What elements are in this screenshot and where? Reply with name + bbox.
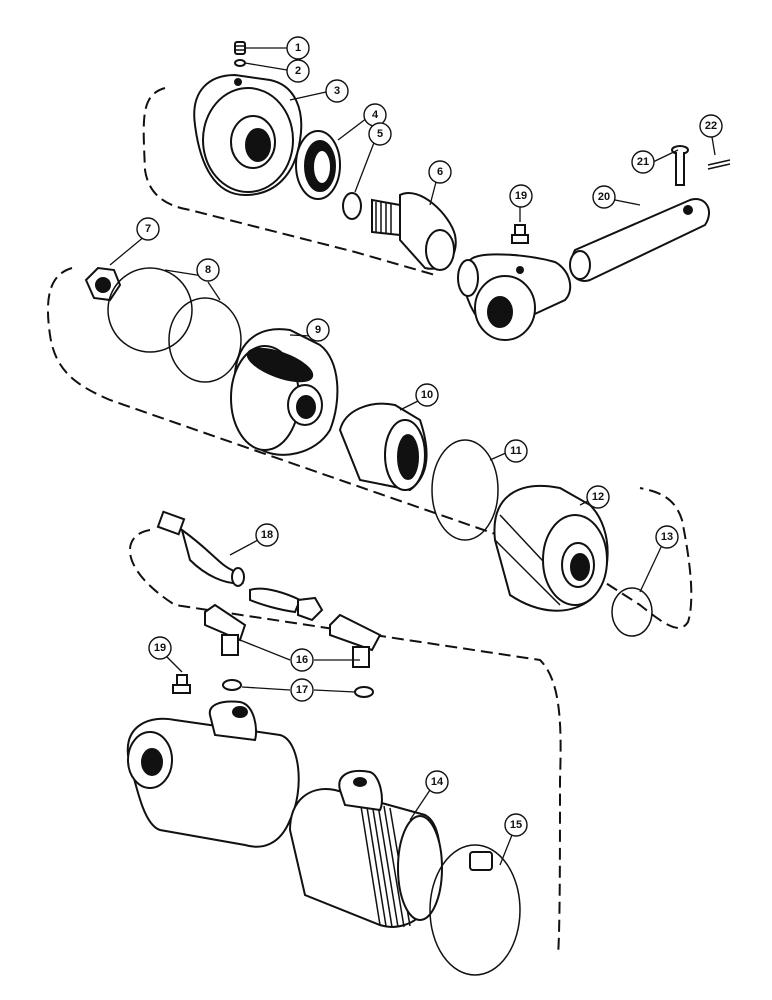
- svg-text:9: 9: [315, 324, 321, 336]
- svg-text:17: 17: [296, 684, 308, 696]
- svg-text:10: 10: [421, 389, 433, 401]
- part-gland-cap: [193, 73, 303, 197]
- part-cylinder-head: [493, 484, 609, 612]
- svg-text:20: 20: [598, 191, 610, 203]
- callout-19-upper: 19: [509, 184, 533, 208]
- callout-15: 15: [504, 813, 528, 837]
- part-washers: [222, 679, 374, 698]
- part-elbow-fittings: [204, 603, 382, 668]
- callout-3: 3: [325, 79, 349, 103]
- part-hydraulic-tube: [156, 510, 324, 622]
- part-wiper-seal: [295, 130, 341, 200]
- part-pin: [569, 198, 710, 282]
- svg-text:15: 15: [510, 819, 522, 831]
- callout-20: 20: [592, 185, 616, 209]
- callout-8: 8: [196, 258, 220, 282]
- svg-text:14: 14: [431, 776, 444, 788]
- svg-text:22: 22: [705, 120, 717, 132]
- part-grease-fitting-lower: [172, 674, 191, 694]
- svg-text:5: 5: [377, 128, 383, 140]
- svg-text:3: 3: [334, 85, 340, 97]
- callout-9: 9: [306, 318, 330, 342]
- callout-22: 22: [699, 114, 723, 138]
- callout-1: 1: [286, 36, 310, 60]
- part-set-screw: [234, 41, 246, 55]
- group-outline-upper: [142, 87, 436, 276]
- group-outline-lower: [128, 529, 562, 956]
- part-o-rings: [107, 267, 242, 383]
- callout-4: 4: [363, 103, 387, 127]
- svg-text:16: 16: [296, 654, 308, 666]
- callout-14: 14: [425, 770, 449, 794]
- svg-text:6: 6: [437, 166, 443, 178]
- callout-5: 5: [368, 122, 392, 146]
- callout-6: 6: [428, 160, 452, 184]
- svg-text:8: 8: [205, 264, 211, 276]
- callout-16: 16: [290, 648, 314, 672]
- part-clevis-pin: [671, 145, 689, 186]
- part-piston: [230, 328, 339, 456]
- part-nut: [84, 266, 122, 302]
- part-spacer-tube: [338, 402, 428, 492]
- svg-text:19: 19: [154, 642, 166, 654]
- svg-text:1: 1: [295, 42, 301, 54]
- leader-lines: [109, 47, 716, 866]
- svg-text:2: 2: [295, 65, 301, 77]
- callout-17: 17: [290, 678, 314, 702]
- svg-text:4: 4: [372, 109, 379, 121]
- part-cotter-pin: [707, 159, 731, 170]
- part-rod-eye: [457, 253, 572, 341]
- part-cylinder-base: [126, 700, 300, 848]
- callout-13: 13: [655, 525, 679, 549]
- part-hose-clamp: [429, 844, 521, 976]
- part-snap-ring: [342, 192, 362, 220]
- part-grease-fitting-upper: [511, 224, 529, 244]
- group-outline-middle: [47, 267, 693, 629]
- part-cylinder-barrel: [288, 770, 443, 928]
- callout-11: 11: [504, 439, 528, 463]
- callout-18: 18: [255, 523, 279, 547]
- svg-text:12: 12: [592, 491, 604, 503]
- callout-12: 12: [586, 485, 610, 509]
- callout-bubbles: 1 2 3 4 5 6 7 8 9 10 11 12 13 14 15 16 1…: [136, 36, 723, 837]
- callout-2: 2: [286, 59, 310, 83]
- part-ball: [234, 59, 246, 67]
- svg-text:18: 18: [261, 529, 273, 541]
- part-o-ring-11: [431, 439, 499, 541]
- svg-text:11: 11: [510, 445, 522, 457]
- svg-text:7: 7: [145, 223, 151, 235]
- part-rod-stud: [371, 192, 457, 271]
- callout-21: 21: [631, 150, 655, 174]
- svg-text:21: 21: [637, 156, 649, 168]
- svg-text:19: 19: [515, 190, 527, 202]
- callout-7: 7: [136, 217, 160, 241]
- callout-10: 10: [415, 383, 439, 407]
- part-ring-13: [611, 587, 653, 637]
- svg-text:13: 13: [661, 531, 673, 543]
- callout-19-lower: 19: [148, 636, 172, 660]
